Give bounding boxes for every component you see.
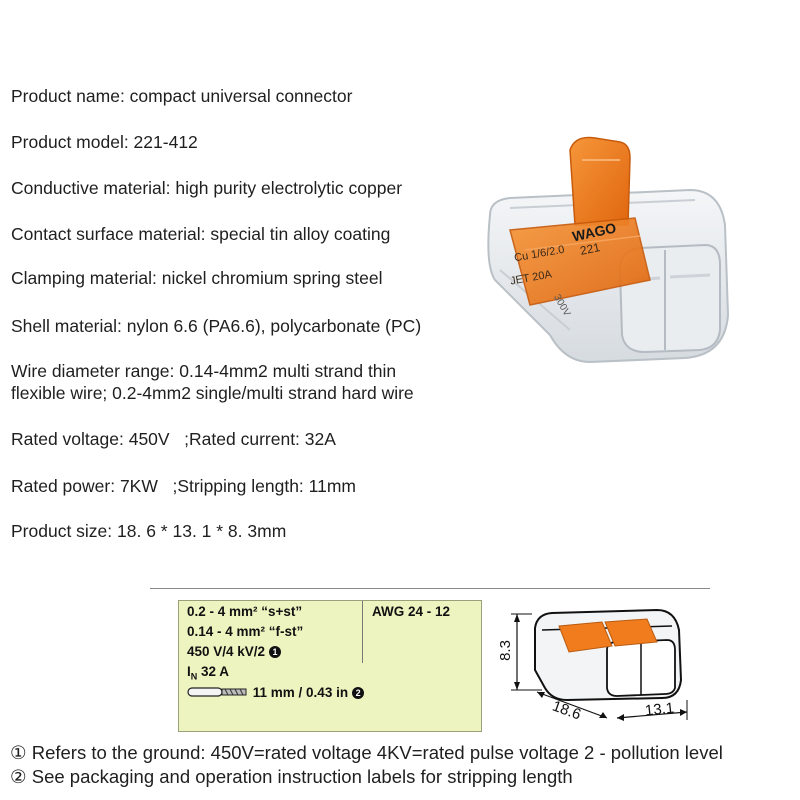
footnote-1: ① Refers to the ground: 450V=rated volta… [10, 742, 723, 763]
spec-rated-power: Rated power: 7KW ;Stripping length: 11mm [11, 476, 356, 496]
spec-wire-diameter-1: Wire diameter range: 0.14-4mm2 multi str… [11, 361, 397, 381]
spec-conductive-material: Conductive material: high purity electro… [11, 178, 403, 198]
dimension-drawing: 8.3 18.6 13.1 [497, 600, 707, 735]
label-rigid-range: 0.2 - 4 mm² “s+st” [187, 604, 303, 619]
current-value: 32 A [197, 664, 230, 679]
spec-contact-surface: Contact surface material: special tin al… [11, 224, 391, 244]
footnote-2: ② See packaging and operation instructio… [10, 766, 573, 787]
connector-photo: WAGO 221 Cu 1/6/2.0 JET 20A 300V [470, 130, 740, 370]
spec-wire-diameter-2: flexible wire; 0.2-4mm2 single/multi str… [11, 383, 414, 403]
label-current: IN 32 A [187, 664, 229, 682]
divider [150, 588, 710, 589]
current-subscript: N [190, 671, 198, 682]
spec-product-name: Product name: compact universal connecto… [11, 86, 353, 106]
wire-strip-icon [187, 687, 247, 697]
spec-clamping-material: Clamping material: nickel chromium sprin… [11, 268, 383, 288]
rating-label: 0.2 - 4 mm² “s+st” AWG 24 - 12 0.14 - 4 … [178, 600, 482, 732]
label-divider [362, 601, 363, 663]
spec-product-size: Product size: 18. 6 * 13. 1 * 8. 3mm [11, 521, 287, 541]
dimension-width: 13.1 [644, 699, 676, 720]
label-awg: AWG 24 - 12 [372, 604, 451, 619]
label-rating-text: 450 V/4 kV/2 [187, 644, 266, 659]
dimension-height: 8.3 [496, 640, 514, 661]
strip-length-text: 11 mm / 0.43 in [252, 685, 349, 700]
footnote-1-marker: 1 [269, 646, 282, 658]
footnote-2-marker: 2 [352, 687, 365, 699]
spec-product-model: Product model: 221-412 [11, 132, 198, 152]
spec-rated-voltage: Rated voltage: 450V ;Rated current: 32A [11, 429, 336, 449]
spec-shell-material: Shell material: nylon 6.6 (PA6.6), polyc… [11, 316, 422, 336]
current-symbol: I [187, 664, 191, 679]
label-flexible-range: 0.14 - 4 mm² “f-st” [187, 624, 304, 639]
